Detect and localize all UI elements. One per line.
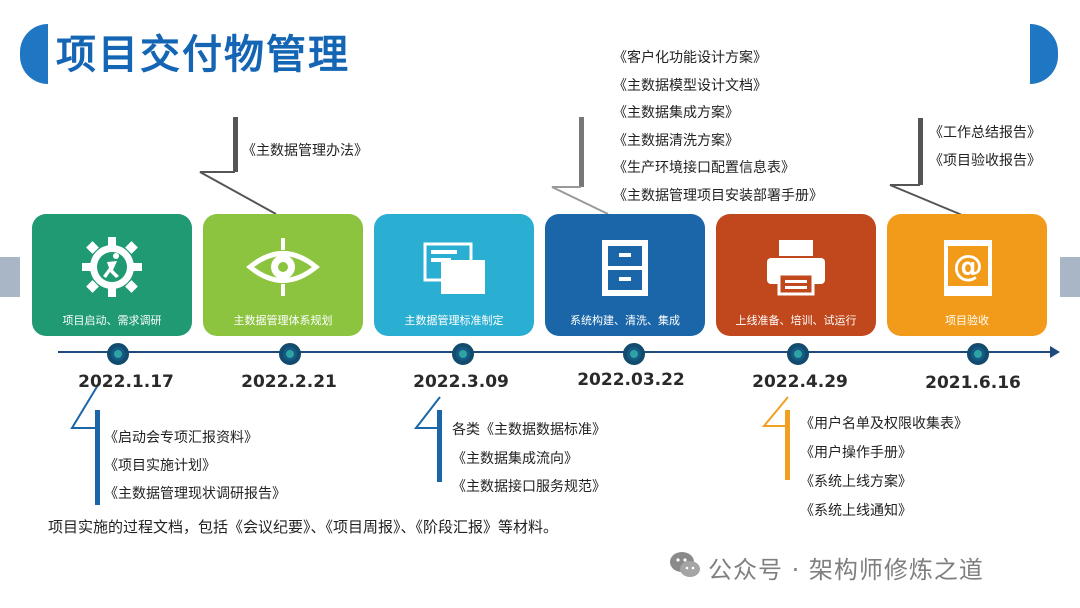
doc-item: 《主数据模型设计文档》 <box>613 77 767 94</box>
callout-line-stage6 <box>889 184 963 216</box>
callout-line-stage2 <box>199 171 277 215</box>
stage-card-6: @ 项目验收 <box>887 214 1047 336</box>
doc-item: 《主数据集成流向》 <box>452 450 578 467</box>
callout-bar-stage2 <box>233 117 238 172</box>
stage-card-5: 上线准备、培训、试运行 <box>716 214 876 336</box>
timeline-dot-3 <box>452 343 474 365</box>
doc-item: 《系统上线通知》 <box>800 503 912 519</box>
callout-line-stage4 <box>551 186 609 215</box>
printer-icon <box>757 234 835 300</box>
stage-date-6: 2021.6.16 <box>925 373 1021 393</box>
eye-target-icon <box>244 234 322 300</box>
stage-date-4: 2022.03.22 <box>577 370 685 390</box>
doc-item: 《项目实施计划》 <box>104 458 216 474</box>
timeline-dot-5 <box>787 343 809 365</box>
doc-item: 《项目验收报告》 <box>929 152 1041 169</box>
doc-item: 《主数据集成方案》 <box>613 105 739 122</box>
stage-card-2: 主数据管理体系规划 <box>203 214 363 336</box>
doc-list-stage5: 《用户名单及权限收集表》 《用户操作手册》 《系统上线方案》 《系统上线通知》 <box>800 410 968 526</box>
doc-list-stage3: 各类《主数据数据标准》 《主数据集成流向》 《主数据接口服务规范》 <box>452 416 606 502</box>
watermark-text: 公众号 · 架构师修炼之道 <box>708 556 984 584</box>
footer-note: 项目实施的过程文档，包括《会议纪要》、《项目周报》、《阶段汇报》等材料。 <box>48 518 559 536</box>
doc-item: 《系统上线方案》 <box>800 474 912 490</box>
cabinet-icon <box>586 234 664 300</box>
email-book-icon: @ <box>928 234 1006 300</box>
doc-list-stage2: 《主数据管理办法》 <box>242 138 368 166</box>
stage-card-1: 项目启动、需求调研 <box>32 214 192 336</box>
doc-item: 《生产环境接口配置信息表》 <box>613 160 795 177</box>
doc-item: 《客户化功能设计方案》 <box>613 50 767 66</box>
doc-item: 《启动会专项汇报资料》 <box>104 430 258 446</box>
wechat-icon <box>668 548 702 582</box>
stage-label-6: 项目验收 <box>945 314 989 327</box>
doc-item: 《主数据管理项目安装部署手册》 <box>613 187 823 204</box>
svg-text:@: @ <box>953 249 983 284</box>
callout-bar-stage4 <box>579 117 584 187</box>
stage-date-1: 2022.1.17 <box>78 372 174 392</box>
doc-item: 《主数据管理办法》 <box>242 143 368 159</box>
timeline-axis <box>58 351 1054 353</box>
timeline-arrow <box>1050 346 1060 358</box>
doc-item: 《工作总结报告》 <box>929 125 1041 141</box>
side-tab-left <box>0 257 20 297</box>
callout-bar-stage3 <box>437 410 442 482</box>
stage-label-4: 系统构建、清洗、集成 <box>570 314 680 327</box>
doc-item: 《主数据清洗方案》 <box>613 132 739 149</box>
stage-label-5: 上线准备、培训、试运行 <box>735 314 857 327</box>
gear-runner-icon <box>73 234 151 300</box>
stage-label-1: 项目启动、需求调研 <box>62 314 162 327</box>
callout-bar-stage6 <box>918 118 923 185</box>
side-tab-right <box>1060 257 1080 297</box>
doc-list-stage4: 《客户化功能设计方案》 《主数据模型设计文档》 《主数据集成方案》 《主数据清洗… <box>613 45 823 211</box>
timeline-dot-2 <box>279 343 301 365</box>
timeline-dot-1 <box>107 343 129 365</box>
page-title: 项目交付物管理 <box>56 32 350 78</box>
stage-label-3: 主数据管理标准制定 <box>404 314 504 327</box>
doc-item: 《主数据接口服务规范》 <box>452 479 606 495</box>
stage-label-2: 主数据管理体系规划 <box>233 314 333 327</box>
doc-item: 各类《主数据数据标准》 <box>452 422 606 438</box>
doc-item: 《用户操作手册》 <box>800 445 912 461</box>
doc-list-stage6: 《工作总结报告》 《项目验收报告》 <box>929 120 1041 175</box>
stage-date-3: 2022.3.09 <box>413 372 509 392</box>
timeline-dot-6 <box>967 343 989 365</box>
doc-item: 《用户名单及权限收集表》 <box>800 416 968 432</box>
doc-item: 《主数据管理现状调研报告》 <box>104 486 286 502</box>
timeline-dot-4 <box>623 343 645 365</box>
callout-line-stage3 <box>413 396 441 429</box>
callout-bar-stage5 <box>785 410 790 480</box>
stage-card-3: 主数据管理标准制定 <box>374 214 534 336</box>
stage-date-2: 2022.2.21 <box>241 372 337 392</box>
callout-bar-stage1 <box>95 410 100 505</box>
callout-line-stage1 <box>70 384 99 429</box>
callout-line-stage5 <box>761 396 789 427</box>
stage-date-5: 2022.4.29 <box>752 372 848 392</box>
doc-list-stage1: 《启动会专项汇报资料》 《项目实施计划》 《主数据管理现状调研报告》 <box>104 424 286 508</box>
stage-card-4: 系统构建、清洗、集成 <box>545 214 705 336</box>
documents-icon <box>415 234 493 300</box>
